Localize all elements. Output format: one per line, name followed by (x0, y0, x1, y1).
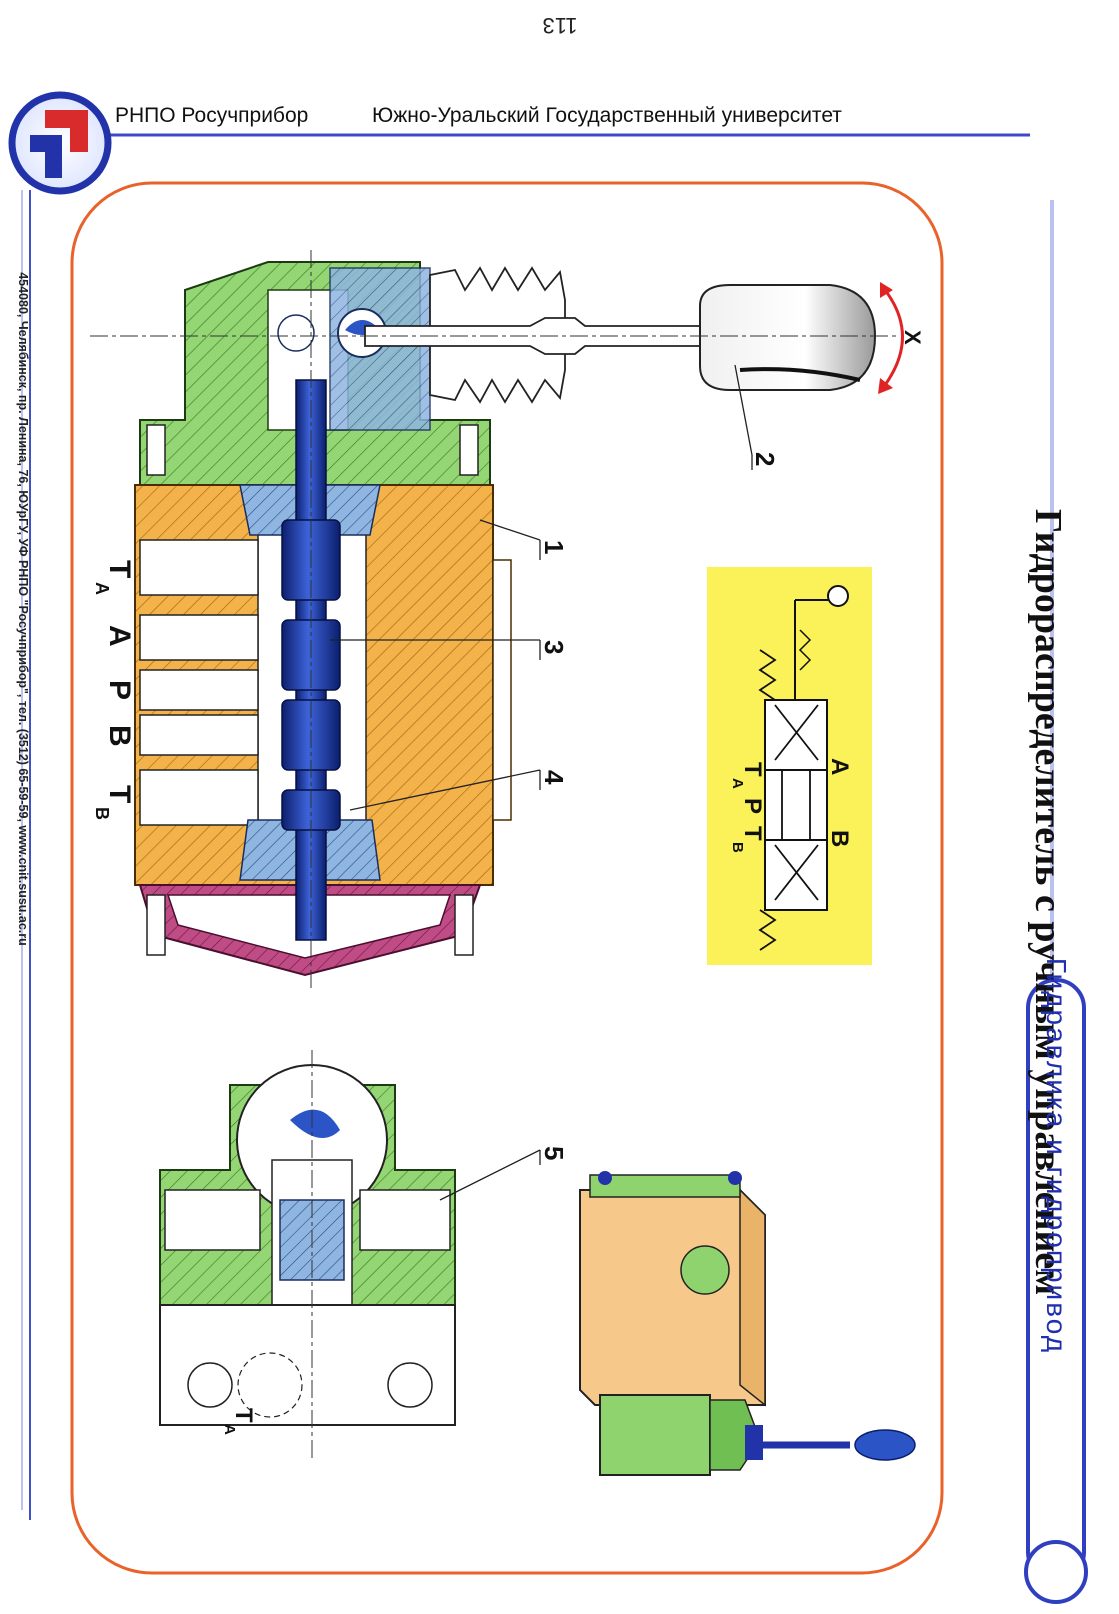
axis-x-label: X (900, 330, 925, 345)
symbol-tb-sub: B (729, 842, 746, 853)
org-name-left: РНПО Росучприбор (115, 104, 309, 127)
port-p: P (103, 680, 136, 700)
org-name-right: Южно-Уральский Государственный университ… (372, 104, 842, 127)
hydraulic-symbol (707, 567, 872, 965)
logo (8, 91, 112, 195)
valve-section-drawing (90, 250, 904, 990)
port-ta-sub: A (92, 582, 112, 595)
symbol-ta: T (739, 762, 766, 777)
content-frame (70, 181, 944, 1575)
symbol-port-labels: A B T A P T B (729, 758, 853, 853)
symbol-a: A (826, 758, 853, 775)
callout-5: 5 (539, 1146, 569, 1160)
callout-2: 2 (750, 452, 780, 466)
symbol-tb: T (739, 826, 766, 841)
port-b: B (103, 725, 136, 747)
port-ta: T (103, 560, 136, 578)
callout-3: 3 (539, 640, 569, 654)
symbol-b: B (826, 830, 853, 847)
section-port-labels: T A A P B T B (92, 560, 136, 820)
valve-3d-view (579, 1171, 916, 1476)
course-tab (1024, 200, 1088, 1604)
page-number: 113 (542, 13, 578, 38)
side-view-ta: T (230, 1408, 257, 1423)
header-band (21, 133, 1030, 1520)
footer-address: 454080, Челябинск, пр. Ленина, 76, ЮУрГУ… (16, 272, 30, 946)
symbol-ta-sub: A (729, 778, 746, 789)
callout-1: 1 (539, 540, 569, 554)
side-view-drawing (159, 1050, 541, 1460)
port-a: A (103, 625, 136, 647)
port-tb-sub: B (92, 807, 112, 820)
symbol-p: P (739, 798, 766, 814)
course-title: Гидравлика и гидропривод (1041, 957, 1072, 1355)
callout-4: 4 (539, 770, 569, 785)
port-tb: T (103, 785, 136, 803)
side-view-ta-sub: A (221, 1424, 238, 1435)
